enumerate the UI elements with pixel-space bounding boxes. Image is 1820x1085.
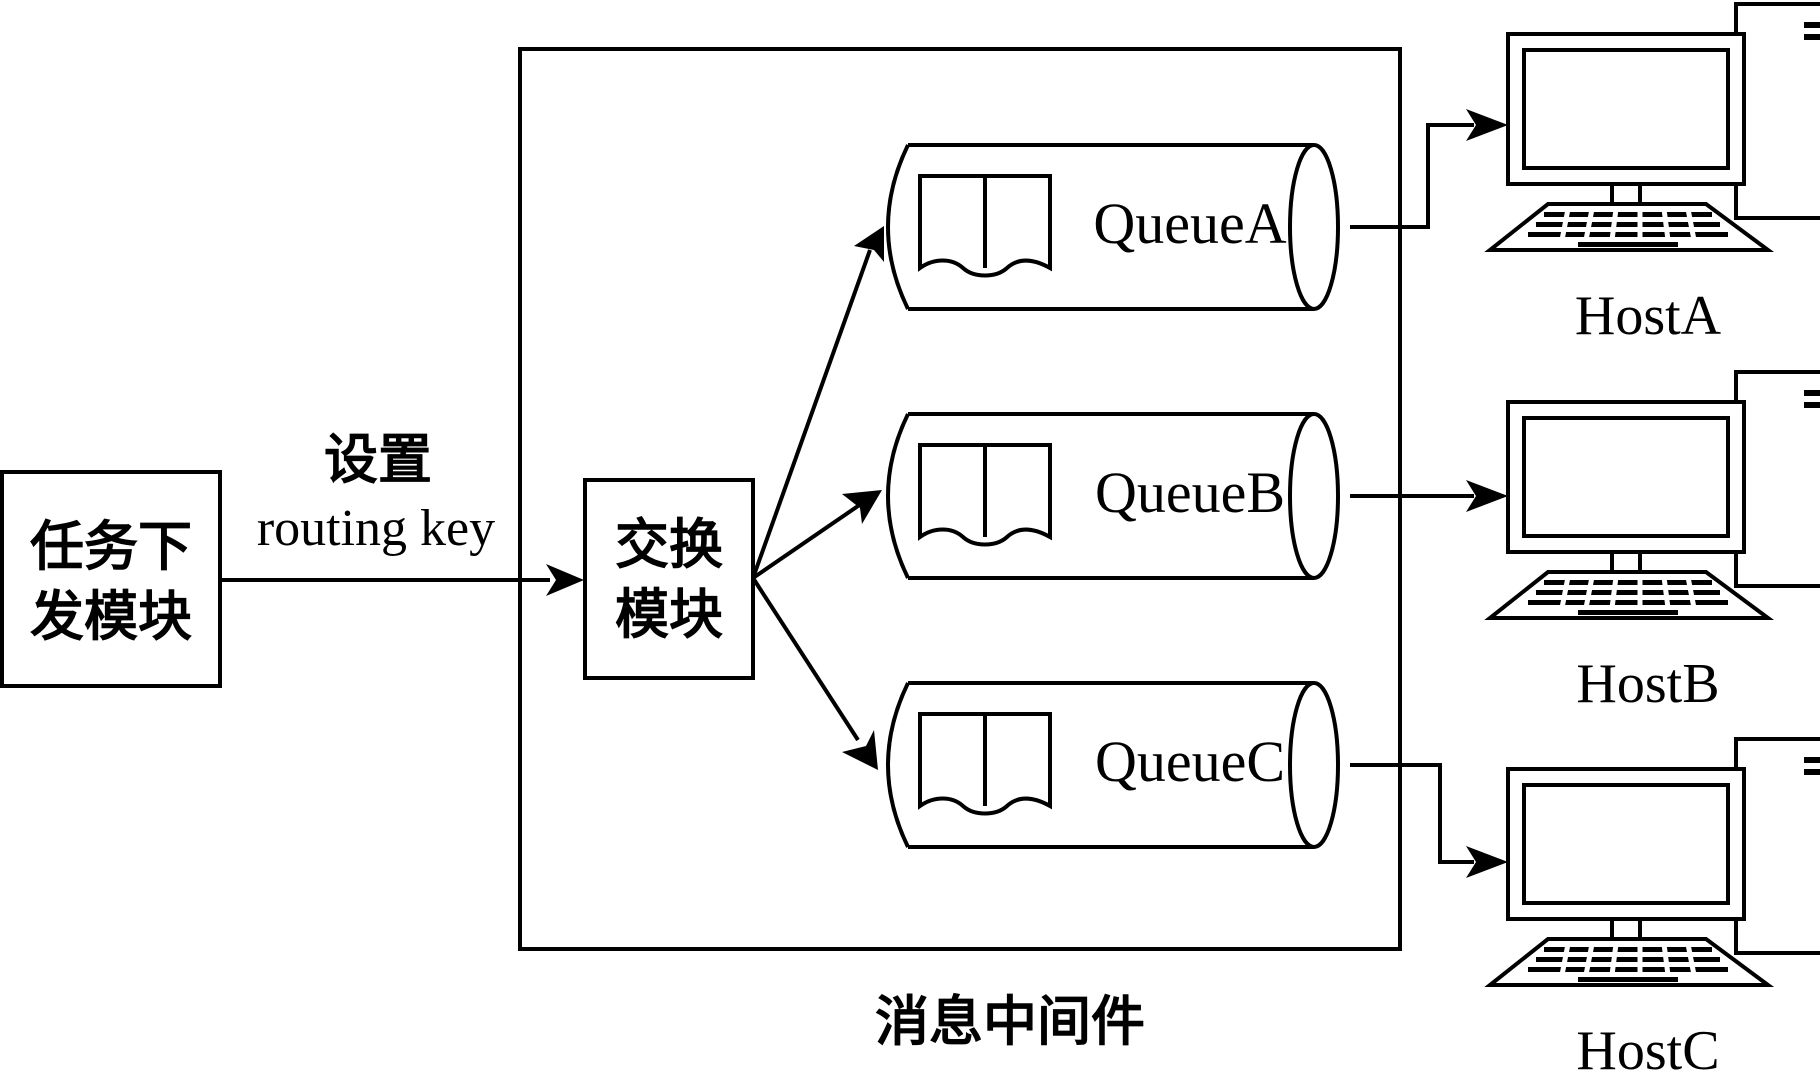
exchange-module: 交换 模块 xyxy=(583,478,755,680)
host-c-label: HostC xyxy=(1576,1020,1719,1082)
host-c: HostC xyxy=(1490,739,1820,1082)
queue-c: QueueC xyxy=(886,681,1340,849)
host-a: HostA xyxy=(1490,4,1820,347)
task-module-line1: 任务下 xyxy=(30,515,192,578)
host-b-label: HostB xyxy=(1576,653,1719,715)
host-b: HostB xyxy=(1490,372,1820,715)
arrow-queue-b-to-host-b xyxy=(1350,480,1508,512)
queue-b-label: QueueB xyxy=(1095,460,1285,525)
arrow-exchange-to-queue-a xyxy=(751,226,884,579)
computer-icon xyxy=(1490,739,1820,985)
book-icon xyxy=(918,712,1052,816)
book-icon xyxy=(918,174,1052,278)
middleware-label: 消息中间件 xyxy=(875,990,1145,1053)
queue-a-label: QueueA xyxy=(1093,191,1286,256)
task-dispatch-module: 任务下 发模块 xyxy=(0,470,222,688)
arrow-exchange-to-queue-c xyxy=(751,576,878,770)
queue-c-label: QueueC xyxy=(1095,729,1285,794)
exchange-line2: 模块 xyxy=(615,583,723,646)
host-a-label: HostA xyxy=(1575,285,1722,347)
task-module-line2: 发模块 xyxy=(30,585,192,648)
arrow-exchange-to-queue-b xyxy=(751,490,882,580)
arrow-queue-a-to-host-a xyxy=(1350,109,1508,229)
middleware-boundary xyxy=(518,47,1402,951)
exchange-line1: 交换 xyxy=(615,513,723,576)
edge-label-routing-key: routing key xyxy=(257,500,495,557)
queue-b: QueueB xyxy=(886,412,1340,580)
computer-icon xyxy=(1490,372,1820,618)
computer-icon xyxy=(1490,4,1820,250)
arrow-queue-c-to-host-c xyxy=(1350,763,1508,878)
edge-label-line1: 设置 xyxy=(324,428,432,491)
queue-a: QueueA xyxy=(886,143,1340,311)
arrow-task-to-exchange xyxy=(220,564,584,596)
book-icon xyxy=(918,443,1052,547)
